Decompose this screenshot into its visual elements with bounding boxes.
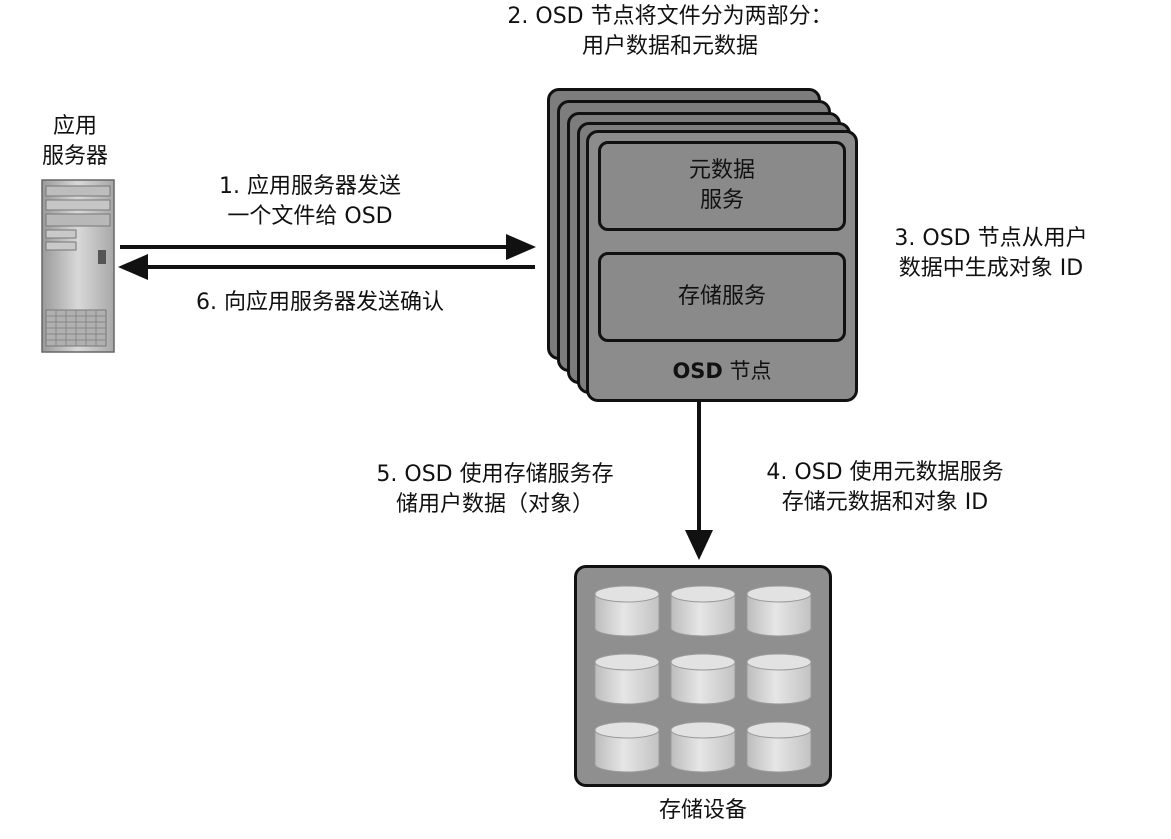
step1-line2: 一个文件给 OSD: [227, 204, 393, 229]
step2-line2: 用户数据和元数据: [581, 34, 758, 59]
store-arrow: [685, 400, 713, 560]
storage-device-label: 存储设备: [658, 798, 747, 823]
disk-icon: [670, 585, 736, 637]
disk-icon: [670, 653, 736, 705]
storage-service-box: 存储服务: [598, 252, 846, 342]
disk-icon: [594, 653, 660, 705]
app-server-label: 应用 服务器: [30, 112, 120, 172]
metadata-service-box: 元数据 服务: [598, 141, 846, 231]
step3-line1: 3. OSD 节点从用户: [894, 226, 1088, 251]
app-server-label-line1: 应用: [52, 114, 97, 139]
confirm-arrow: [118, 254, 535, 280]
step2-label: 2. OSD 节点将文件分为两部分： 用户数据和元数据: [470, 2, 870, 62]
metadata-service-line1: 元数据: [688, 158, 755, 183]
step5-line2: 储用户数据（对象）: [395, 492, 594, 517]
disk-icon: [670, 721, 736, 773]
disk-grid: [594, 585, 812, 773]
step5-label: 5. OSD 使用存储服务存 储用户数据（对象）: [345, 460, 645, 520]
step4-line2: 存储元数据和对象 ID: [781, 490, 989, 515]
disk-icon: [746, 653, 812, 705]
send-file-arrow: [120, 234, 536, 260]
step3-line2: 数据中生成对象 ID: [898, 256, 1084, 281]
storage-service-label: 存储服务: [677, 284, 766, 309]
step1-line1: 1. 应用服务器发送: [219, 174, 401, 199]
disk-icon: [746, 585, 812, 637]
disk-icon: [594, 721, 660, 773]
osd-node-title-bold: OSD: [672, 359, 723, 383]
storage-device: [574, 565, 832, 787]
step4-line1: 4. OSD 使用元数据服务: [766, 460, 1004, 485]
step5-line1: 5. OSD 使用存储服务存: [376, 462, 614, 487]
metadata-service-line2: 服务: [699, 188, 744, 213]
osd-node: 元数据 服务 存储服务 OSD 节点: [586, 130, 858, 402]
step1-label: 1. 应用服务器发送 一个文件给 OSD: [180, 172, 440, 232]
disk-icon: [594, 585, 660, 637]
step3-label: 3. OSD 节点从用户 数据中生成对象 ID: [866, 224, 1116, 284]
app-server-label-line2: 服务器: [41, 144, 108, 169]
step2-line1: 2. OSD 节点将文件分为两部分：: [507, 4, 833, 29]
step6-label: 6. 向应用服务器发送确认: [196, 290, 444, 315]
osd-node-title-rest: 节点: [722, 359, 772, 383]
osd-node-title: OSD 节点: [589, 355, 855, 385]
disk-icon: [746, 721, 812, 773]
step4-label: 4. OSD 使用元数据服务 存储元数据和对象 ID: [735, 458, 1035, 518]
